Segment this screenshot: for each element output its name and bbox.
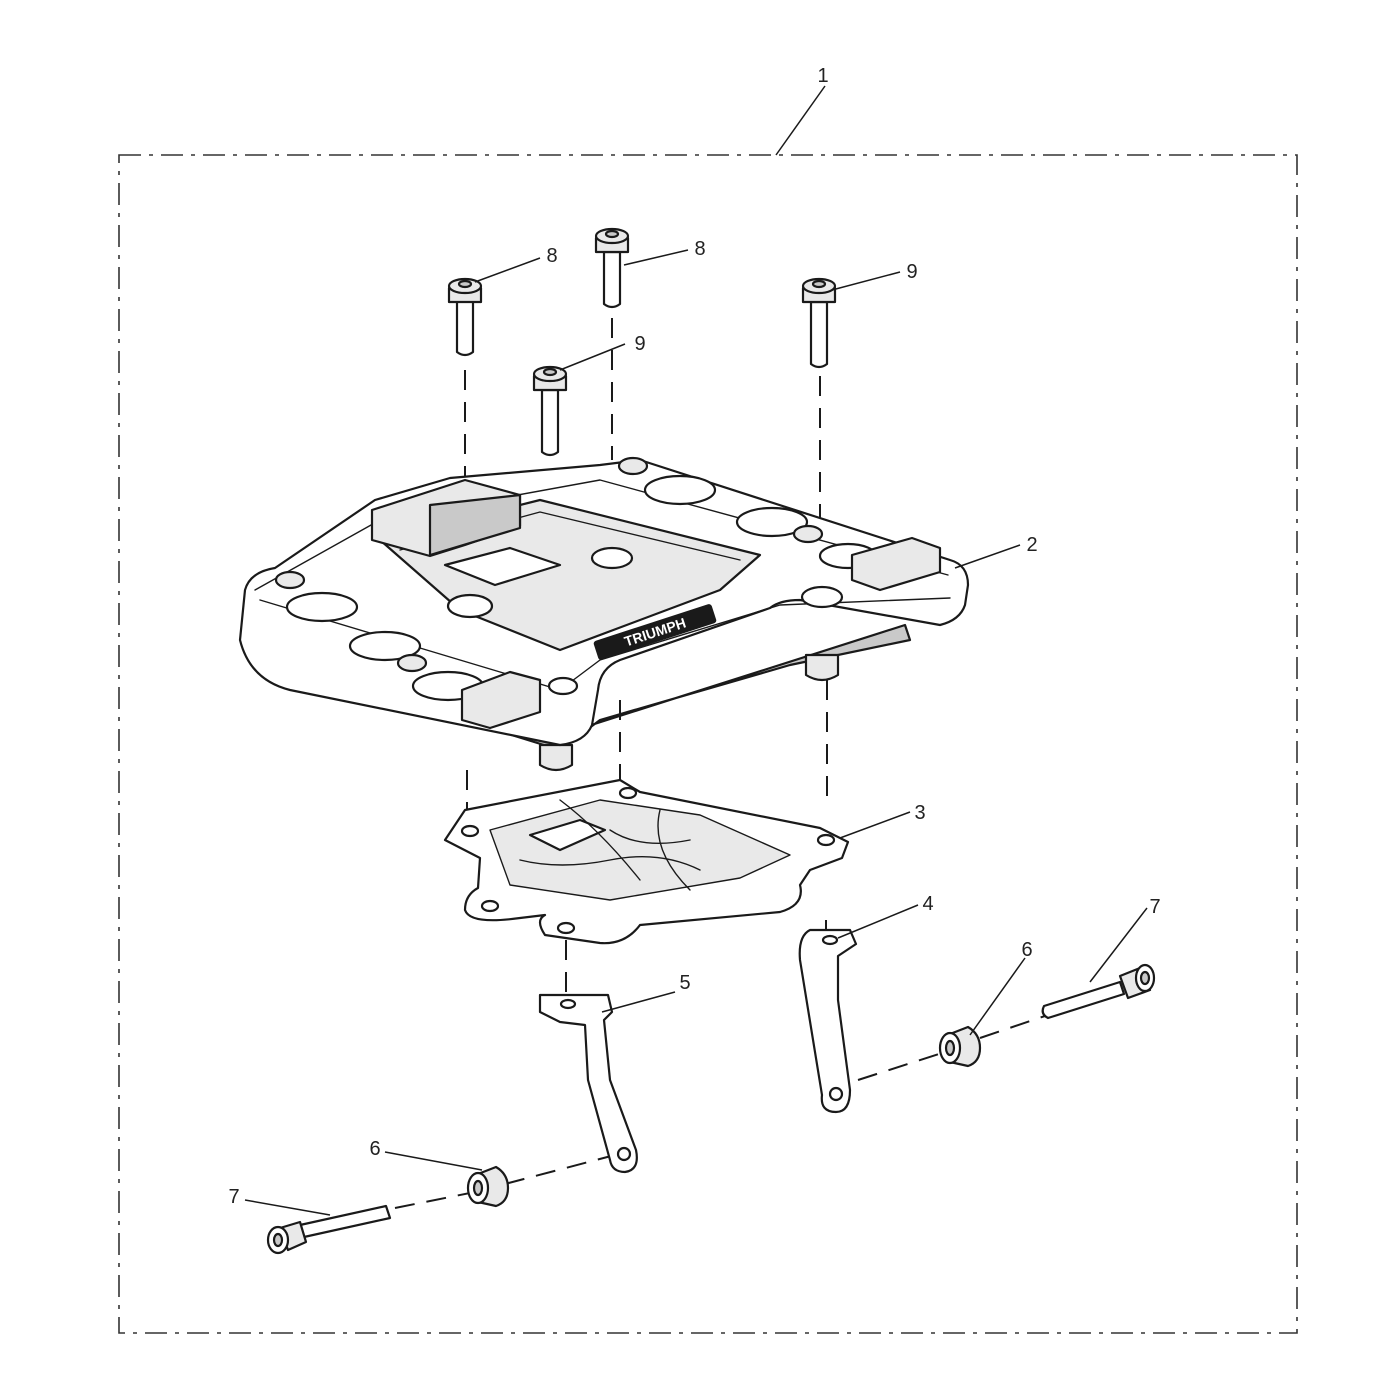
callout-6-left: 6 xyxy=(369,1138,380,1160)
bracket-part-5 xyxy=(538,993,638,1174)
callout-4: 4 xyxy=(922,893,933,915)
callout-7-left: 7 xyxy=(228,1186,239,1208)
bolt-part-9-right xyxy=(801,277,837,369)
leader-lines xyxy=(244,85,1148,1216)
bolt-part-8-left xyxy=(447,277,483,357)
assembly-lines xyxy=(394,318,1046,1209)
rack-plate-part-2: TRIUMPH xyxy=(238,456,970,772)
base-plate-part-3 xyxy=(443,778,850,945)
spacer-part-6-right xyxy=(938,1025,982,1068)
callout-6-right: 6 xyxy=(1021,939,1032,961)
bolt-part-7-right xyxy=(1041,963,1156,1020)
callouts: 1 2 3 4 5 6 6 7 7 8 8 9 9 xyxy=(228,65,1160,1208)
callout-3: 3 xyxy=(914,802,925,824)
callout-9-right: 9 xyxy=(906,261,917,283)
bolt-part-7-left xyxy=(266,1204,392,1255)
callout-8-right: 8 xyxy=(694,238,705,260)
callout-9-center: 9 xyxy=(634,333,645,355)
callout-1: 1 xyxy=(817,65,828,87)
callout-8-left: 8 xyxy=(546,245,557,267)
bracket-part-4 xyxy=(798,928,858,1114)
bolt-part-8-right xyxy=(594,227,630,309)
bolt-part-9-center xyxy=(532,365,568,457)
callout-7-right: 7 xyxy=(1149,896,1160,918)
spacer-part-6-left xyxy=(466,1165,510,1208)
callout-5: 5 xyxy=(679,972,690,994)
callout-2: 2 xyxy=(1026,534,1037,556)
kit-boundary-frame xyxy=(118,154,1298,1334)
